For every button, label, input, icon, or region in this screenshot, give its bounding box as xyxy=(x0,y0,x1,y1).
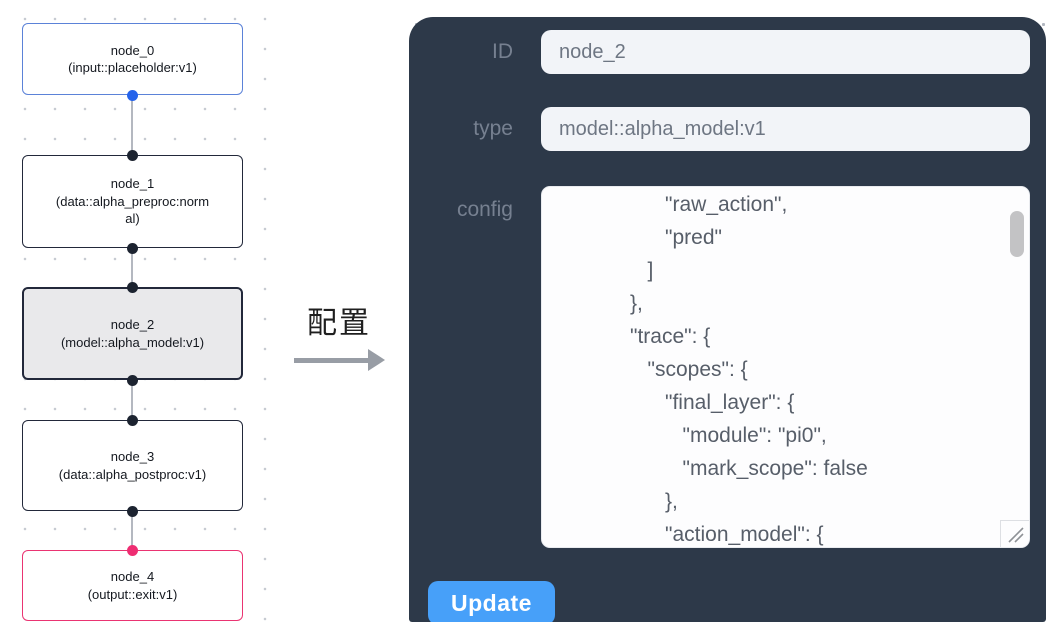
node-node_3[interactable]: node_3 (data::alpha_postproc:v1) xyxy=(22,420,243,511)
edge-node3-node4 xyxy=(131,511,133,550)
edge-node2-node3 xyxy=(131,380,133,420)
port-node_0-out[interactable] xyxy=(127,90,138,101)
config-json-text: "raw_action", "pred" ] }, "trace": { "sc… xyxy=(630,193,868,546)
arrow-right-icon xyxy=(288,348,390,372)
id-field-label: ID xyxy=(492,40,513,63)
id-field-row: ID xyxy=(429,30,1030,74)
node-title: node_4 xyxy=(110,569,155,584)
scrollbar-thumb[interactable] xyxy=(1010,211,1024,257)
edge-node0-node1 xyxy=(131,95,133,155)
node-title: node_2 xyxy=(110,317,155,332)
config-field-label: config xyxy=(456,198,513,221)
port-node_1-out[interactable] xyxy=(127,243,138,254)
node-node_2[interactable]: node_2 (model::alpha_model:v1) xyxy=(22,287,243,380)
transfer-annotation: 配置 xyxy=(288,298,390,372)
id-input[interactable] xyxy=(541,30,1030,74)
node-node_4[interactable]: node_4 (output::exit:v1) xyxy=(22,550,243,621)
node-title: node_1 xyxy=(110,176,155,192)
edge-node1-node2 xyxy=(131,248,133,287)
port-node_2-in[interactable] xyxy=(127,282,138,293)
transfer-label: 配置 xyxy=(307,307,371,340)
port-node_4-in[interactable] xyxy=(127,545,138,556)
port-node_3-out[interactable] xyxy=(127,506,138,517)
port-node_1-in[interactable] xyxy=(127,150,138,161)
node-title: node_0 xyxy=(110,42,155,58)
config-editor[interactable]: "raw_action", "pred" ] }, "trace": { "sc… xyxy=(541,186,1030,548)
node-node_0[interactable]: node_0 (input::placeholder:v1) xyxy=(22,23,243,95)
node-subtitle: (model::alpha_model:v1) xyxy=(60,334,205,350)
node-node_1[interactable]: node_1 (data::alpha_preproc:normal) xyxy=(22,155,243,248)
config-panel: ID type config "raw_action", "pred" ] },… xyxy=(409,17,1046,622)
node-title: node_3 xyxy=(110,449,155,464)
resize-handle-icon[interactable] xyxy=(1000,520,1029,547)
port-node_2-out[interactable] xyxy=(127,375,138,386)
type-input[interactable] xyxy=(541,107,1030,151)
port-node_3-in[interactable] xyxy=(127,415,138,426)
type-field-row: type xyxy=(429,107,1030,151)
update-button[interactable]: Update xyxy=(428,581,555,622)
node-subtitle: (output::exit:v1) xyxy=(87,586,178,602)
node-subtitle: (input::placeholder:v1) xyxy=(68,60,197,75)
type-field-label: type xyxy=(473,117,513,140)
config-field-row: config "raw_action", "pred" ] }, "trace"… xyxy=(429,186,1030,548)
node-subtitle: (data::alpha_postproc:v1) xyxy=(58,466,207,482)
node-subtitle: (data::alpha_preproc:normal) xyxy=(55,193,210,227)
flow-canvas: node_0 (input::placeholder:v1) node_1 (d… xyxy=(0,0,270,643)
